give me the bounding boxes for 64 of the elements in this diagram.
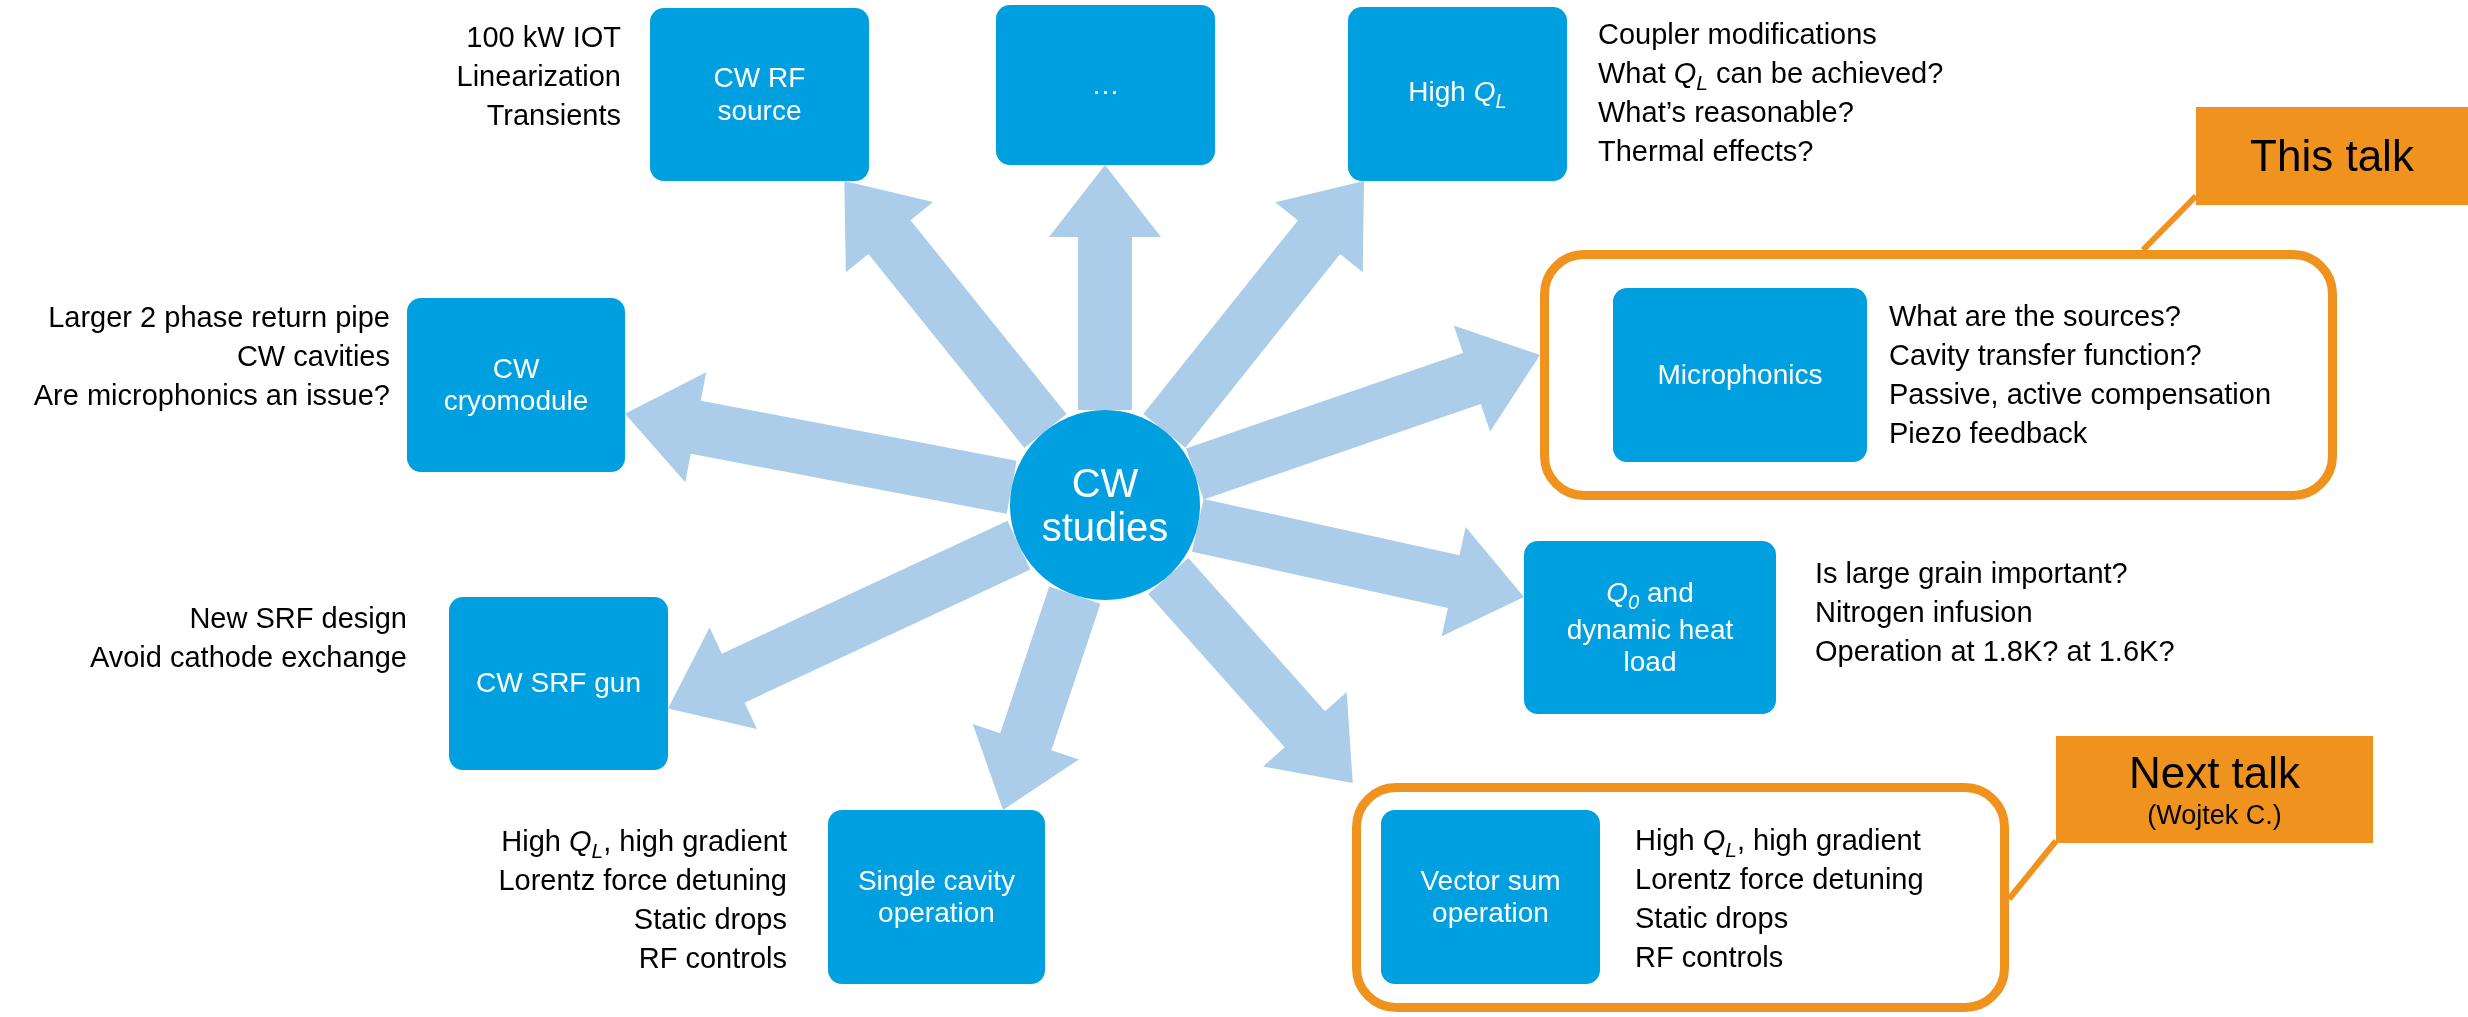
node-label: CW cryomodule [442,352,590,418]
note-text: High Q$_{L}$, high gradient [1635,823,1921,863]
process-box [996,5,1215,165]
process-box [1613,288,1867,462]
node-label: High Q$_{L}$ [1408,75,1507,113]
note-text: Are microphonics an issue? [33,378,390,413]
node-label: Vector sum operation [1419,864,1562,930]
speaker-name: (Wojtek C.) [2147,798,2282,831]
callout-tag [2056,736,2373,843]
process-box [407,298,625,472]
note-text: 100 kW IOT [466,20,621,55]
block-arrow [1192,499,1524,637]
block-arrow [668,520,1031,729]
leader-line [2140,193,2199,253]
note-text: Lorentz force detuning [498,863,787,898]
note-text: Thermal effects? [1598,134,1814,169]
note-text: Avoid cathode exchange [89,640,407,675]
node-label: Single cavity operation [856,864,1017,930]
note-text: Static drops [1635,901,1789,936]
note-text: High Q$_{L}$, high gradient [501,824,787,864]
block-arrow [1143,181,1364,448]
node-label: CW RF source [712,62,807,127]
callout-tag [2196,107,2468,205]
node-label: CW SRF gun [476,667,641,700]
highlight-frame [1352,783,2009,1012]
note-text: Piezo feedback [1889,416,2088,451]
process-box [1524,541,1776,714]
note-text: Passive, active compensation [1889,377,2272,412]
process-box [650,8,869,181]
note-text: Coupler modifications [1598,17,1877,52]
note-text: Nitrogen infusion [1815,595,2033,630]
note-text: Transients [486,98,621,133]
block-arrow [1186,325,1540,500]
note-text: RF controls [638,941,787,976]
note-text: Is large grain important? [1815,556,2128,591]
node-label: … [1091,68,1120,102]
highlight-frame [1540,250,2337,500]
node-label: This talk [2250,130,2414,182]
note-text: Larger 2 phase return pipe [48,300,390,335]
note-text: Cavity transfer function? [1889,338,2202,373]
note-text: Operation at 1.8K? at 1.6K? [1815,634,2175,669]
process-box [449,597,668,770]
block-arrow [1049,165,1161,410]
note-text: What’s reasonable? [1598,95,1854,130]
note-text: CW cavities [236,339,390,374]
note-text: Lorentz force detuning [1635,862,1924,897]
node-label: Q$_{0}$ and dynamic heat load [1565,576,1735,679]
note-text: What are the sources? [1889,299,2181,334]
block-arrow [972,586,1101,810]
block-arrow [625,372,1017,514]
node-label: CW studies [1040,461,1170,549]
leader-line [2006,839,2059,901]
node-label: Microphonics [1657,358,1823,392]
block-arrow [1148,557,1353,783]
process-box [1348,7,1567,181]
note-text: RF controls [1635,940,1784,975]
process-box [1381,810,1600,984]
node-label: Next talk [2128,748,2301,799]
note-text: New SRF design [189,601,407,636]
block-arrow [844,181,1067,448]
note-text: Linearization [456,59,621,94]
note-text: Static drops [633,902,787,937]
process-box [828,810,1045,984]
note-text: What Q$_{L}$ can be achieved? [1598,56,1944,96]
